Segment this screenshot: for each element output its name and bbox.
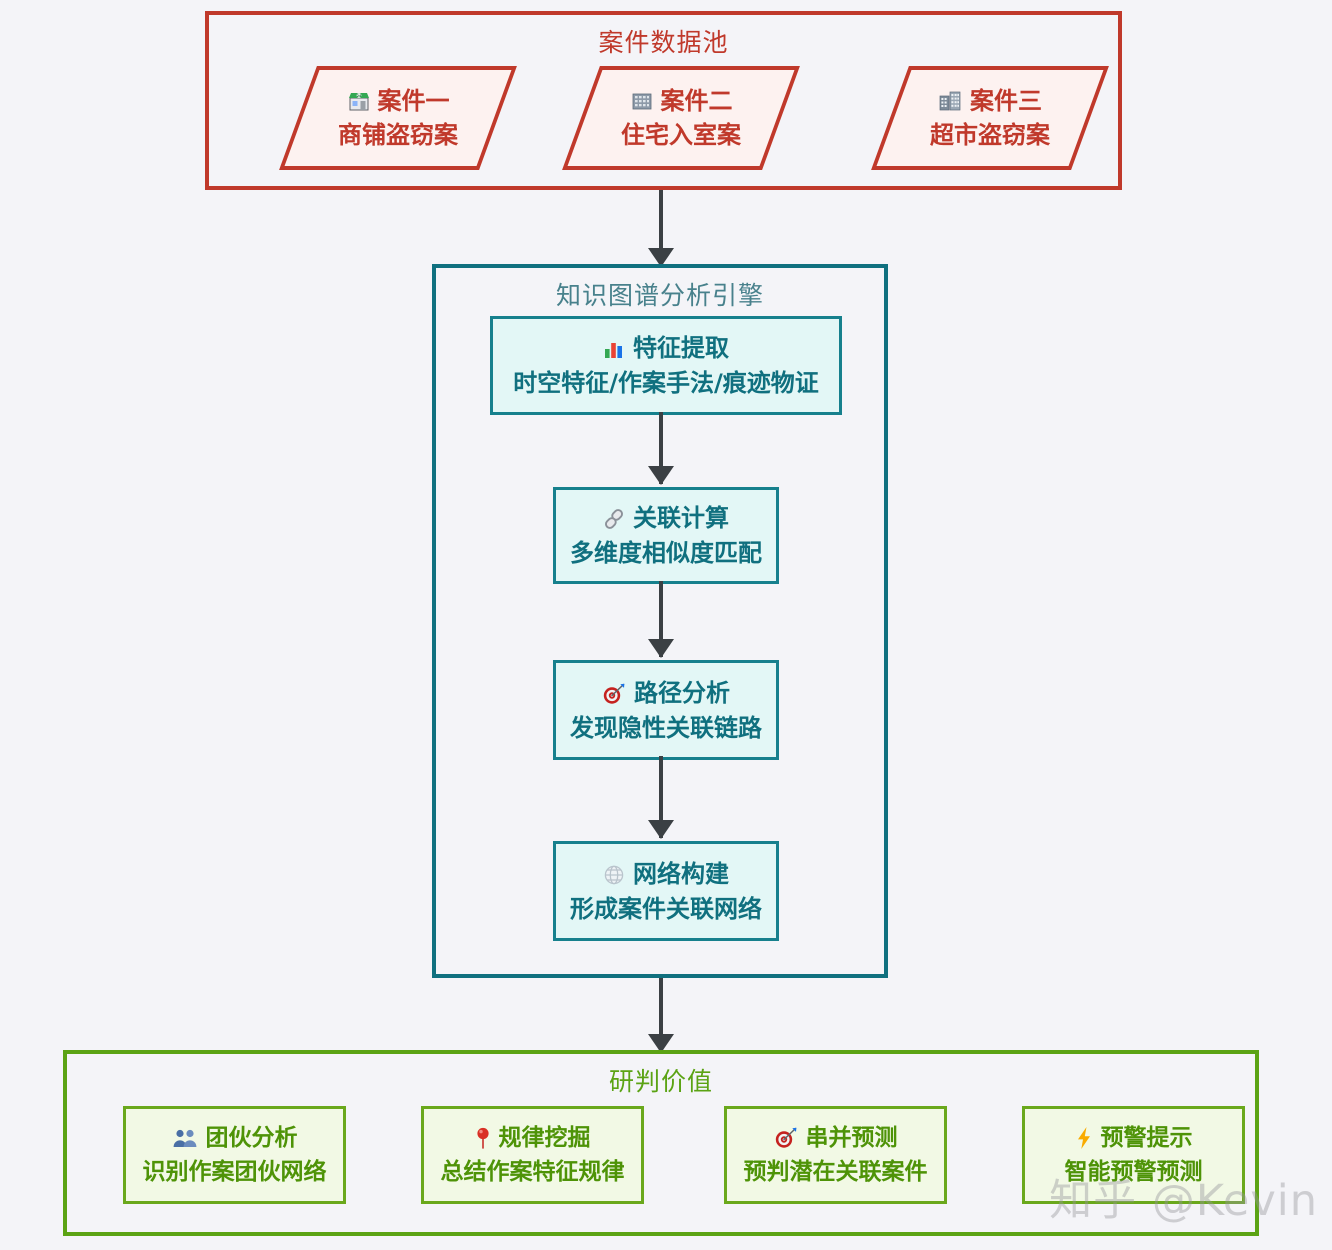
group-value: 研判价值 团伙分析 识别作案团伙网络	[63, 1050, 1259, 1236]
case-node-3-line2: 超市盗窃案	[930, 121, 1050, 149]
lightning-icon	[1075, 1126, 1093, 1150]
group-value-title: 研判价值	[608, 1067, 713, 1096]
arrow-relation-to-path	[659, 581, 663, 657]
case-node-3-text: 案件三 超市盗窃案	[890, 66, 1090, 170]
link-icon	[603, 507, 625, 529]
pushpin-icon	[475, 1126, 491, 1150]
value-node-pattern-mining[interactable]: 规律挖掘 总结作案特征规律	[421, 1106, 644, 1204]
step-path-line1: 路径分析	[634, 678, 730, 707]
case-node-3-line1: 案件三	[970, 87, 1042, 115]
department-store-icon	[938, 89, 963, 114]
arrow-path-to-network	[659, 756, 663, 838]
case-node-2-text: 案件二 住宅入室案	[581, 66, 781, 170]
step-network-line1: 网络构建	[633, 859, 729, 888]
office-building-icon	[630, 89, 654, 113]
step-relate-line2: 多维度相似度匹配	[570, 539, 762, 567]
convenience-store-icon: 24	[347, 89, 371, 113]
step-path-analysis[interactable]: 路径分析 发现隐性关联链路	[553, 660, 779, 760]
case-node-1-line2: 商铺盗窃案	[338, 121, 458, 149]
case-node-1-line1: 案件一	[377, 87, 450, 115]
svg-text:24: 24	[356, 94, 361, 98]
value-node-early-warning[interactable]: 预警提示 智能预警预测	[1022, 1106, 1245, 1204]
target-icon	[774, 1127, 798, 1149]
step-relate-line1: 关联计算	[633, 504, 729, 532]
step-relation-compute[interactable]: 关联计算 多维度相似度匹配	[553, 487, 779, 584]
value-node-4-line2: 智能预警预测	[1064, 1158, 1203, 1185]
step-feature-line1: 特征提取	[633, 334, 729, 362]
case-node-3[interactable]: 案件三 超市盗窃案	[871, 66, 1109, 170]
group-engine: 知识图谱分析引擎 特征提取 时空特征/作案手法/痕迹物证	[432, 264, 888, 978]
arrow-engine-to-value	[659, 978, 663, 1052]
group-case-pool: 案件数据池 24 案件一	[205, 11, 1122, 190]
value-node-3-line1: 串并预测	[805, 1124, 898, 1151]
case-node-2[interactable]: 案件二 住宅入室案	[562, 66, 800, 170]
case-node-2-line1: 案件二	[660, 87, 733, 115]
arrow-pool-to-engine	[659, 190, 663, 266]
globe-icon	[603, 863, 625, 885]
case-node-2-line2: 住宅入室案	[621, 121, 741, 149]
step-path-line2: 发现隐性关联链路	[570, 713, 762, 742]
value-node-2-line1: 规律挖掘	[498, 1124, 591, 1151]
value-node-3-line2: 预判潜在关联案件	[743, 1158, 928, 1185]
step-network-construction[interactable]: 网络构建 形成案件关联网络	[553, 841, 779, 941]
case-node-1-text: 24 案件一 商铺盗窃案	[298, 66, 498, 170]
step-feature-extraction[interactable]: 特征提取 时空特征/作案手法/痕迹物证	[490, 316, 842, 415]
step-network-line2: 形成案件关联网络	[570, 894, 762, 923]
value-node-series-prediction[interactable]: 串并预测 预判潜在关联案件	[724, 1106, 947, 1204]
group-case-pool-title: 案件数据池	[598, 28, 729, 57]
bar-chart-icon	[603, 337, 625, 359]
value-node-1-line2: 识别作案团伙网络	[142, 1158, 327, 1185]
group-engine-title: 知识图谱分析引擎	[555, 281, 764, 310]
value-node-team-analysis[interactable]: 团伙分析 识别作案团伙网络	[123, 1106, 346, 1204]
value-node-4-line1: 预警提示	[1100, 1124, 1193, 1151]
value-node-1-line1: 团伙分析	[205, 1124, 298, 1151]
arrow-feature-to-relation	[659, 412, 663, 484]
target-icon	[602, 682, 626, 704]
value-node-2-line2: 总结作案特征规律	[440, 1158, 625, 1185]
people-icon	[172, 1127, 198, 1149]
case-node-1[interactable]: 24 案件一 商铺盗窃案	[279, 66, 517, 170]
step-feature-line2: 时空特征/作案手法/痕迹物证	[513, 369, 819, 397]
